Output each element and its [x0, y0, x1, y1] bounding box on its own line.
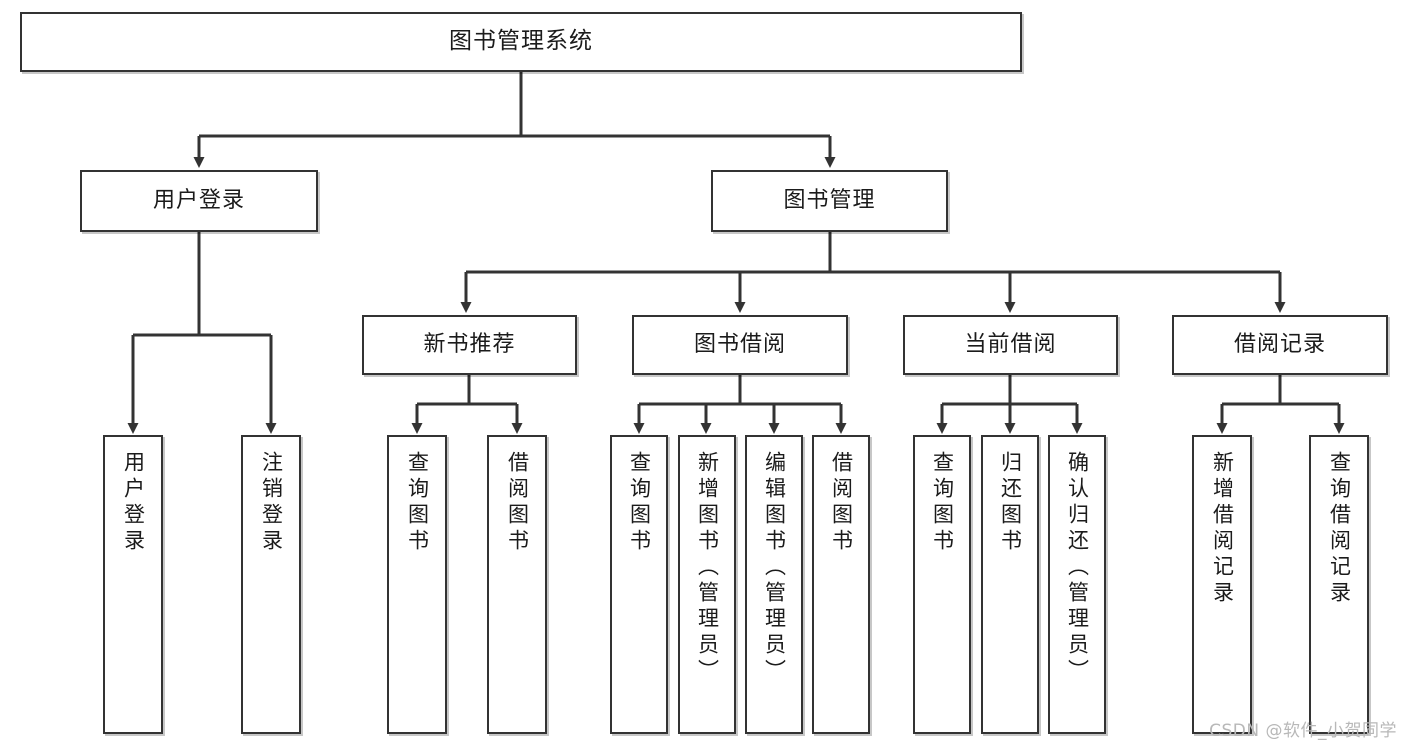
node-current-borrow[interactable]: 当前借阅	[903, 315, 1118, 375]
node-new-book-recommend[interactable]: 新书推荐	[362, 315, 577, 375]
node-borrow-record[interactable]: 借阅记录	[1172, 315, 1388, 375]
node-root-system[interactable]: 图书管理系统	[20, 12, 1022, 72]
node-book-manage[interactable]: 图书管理	[711, 170, 948, 232]
node-user-login[interactable]: 用户登录	[80, 170, 318, 232]
leaf-edit-book[interactable]: 编辑图书（管理员）	[745, 435, 803, 734]
node-label: 查询图书	[930, 451, 955, 555]
node-label: 新书推荐	[423, 331, 516, 357]
watermark-text: CSDN @软件_小贺同学	[1209, 721, 1397, 741]
node-book-borrow[interactable]: 图书借阅	[632, 315, 848, 375]
node-label: 借阅记录	[1233, 331, 1326, 357]
node-label: 查询借阅记录	[1327, 451, 1352, 607]
node-label: 查询图书	[405, 451, 430, 555]
leaf-confirm-return[interactable]: 确认归还（管理员）	[1048, 435, 1106, 734]
node-label: 借阅图书	[505, 451, 530, 555]
leaf-query-book-recommend[interactable]: 查询图书	[387, 435, 447, 734]
leaf-borrow-book[interactable]: 借阅图书	[812, 435, 870, 734]
leaf-add-borrow-record[interactable]: 新增借阅记录	[1192, 435, 1252, 734]
node-label: 图书管理系统	[449, 28, 593, 55]
leaf-return-book[interactable]: 归还图书	[981, 435, 1039, 734]
node-label: 图书借阅	[693, 331, 786, 357]
node-label: 查询图书	[627, 451, 652, 555]
node-label: 借阅图书	[829, 451, 854, 555]
node-label: 归还图书	[998, 451, 1023, 555]
leaf-query-book-borrow[interactable]: 查询图书	[610, 435, 668, 734]
leaf-query-borrow-record[interactable]: 查询借阅记录	[1309, 435, 1369, 734]
node-label: 用户登录	[121, 451, 146, 555]
leaf-query-book-current[interactable]: 查询图书	[913, 435, 971, 734]
leaf-add-book[interactable]: 新增图书（管理员）	[678, 435, 736, 734]
node-label: 新增图书（管理员）	[695, 451, 720, 685]
leaf-borrow-book-recommend[interactable]: 借阅图书	[487, 435, 547, 734]
node-label: 注销登录	[259, 451, 284, 555]
node-label: 编辑图书（管理员）	[762, 451, 787, 685]
leaf-user-login[interactable]: 用户登录	[103, 435, 163, 734]
node-label: 确认归还（管理员）	[1065, 451, 1090, 685]
node-label: 当前借阅	[964, 331, 1057, 357]
node-label: 新增借阅记录	[1210, 451, 1235, 607]
node-label: 图书管理	[783, 187, 876, 213]
leaf-logout-login[interactable]: 注销登录	[241, 435, 301, 734]
node-label: 用户登录	[152, 187, 245, 213]
